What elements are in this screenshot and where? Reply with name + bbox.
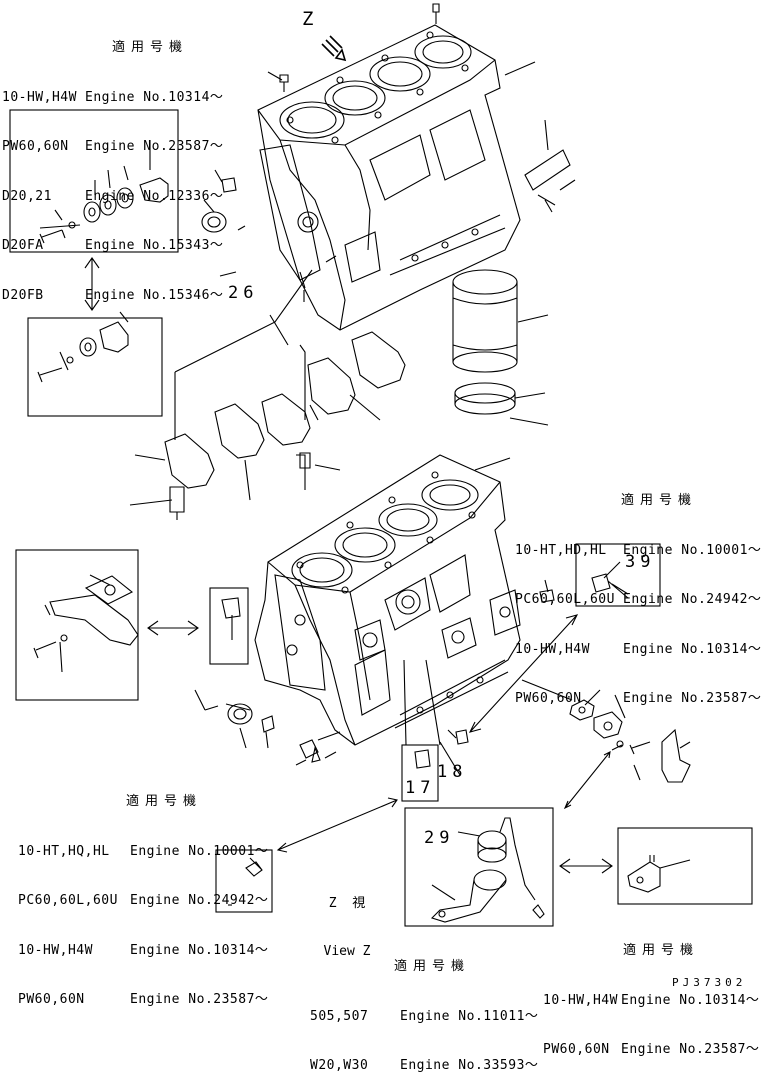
model-name: D20FB bbox=[2, 287, 44, 303]
callout-17: 17 bbox=[405, 778, 436, 798]
table-header: 適用号機 bbox=[621, 493, 698, 508]
view-caption-line2: View Z bbox=[323, 944, 371, 959]
view-caption: Z 視 View Z bbox=[312, 864, 382, 976]
model-name: PW60,60N bbox=[2, 139, 69, 154]
model-name: PW60,60N bbox=[18, 992, 85, 1007]
engine-number: Engine No.23587～ bbox=[130, 992, 269, 1007]
drawing-code: PJ37302 bbox=[672, 976, 747, 989]
engine-number: Engine No.24942～ bbox=[623, 592, 762, 607]
table-header: 適用号機 bbox=[126, 794, 203, 809]
model-name: PW60,60N bbox=[515, 691, 582, 706]
engine-number: Engine No.10001～ bbox=[130, 843, 269, 859]
engine-number: Engine No.10314～ bbox=[621, 992, 760, 1008]
callout-29: 29 bbox=[424, 828, 455, 848]
model-name: 505,507 bbox=[310, 1008, 369, 1024]
model-name: PW60,60N bbox=[543, 1042, 610, 1057]
callout-26: 26 bbox=[228, 283, 259, 303]
applicability-table-3: 適用号機 10-HT,HQ,HL Engine No.10001～ PC60,60… bbox=[18, 761, 268, 1025]
engine-number: Engine No.10314～ bbox=[85, 89, 224, 105]
table-header: 適用号機 bbox=[394, 959, 471, 974]
table-header: 適用号機 bbox=[112, 40, 189, 55]
model-name: 10-HW,H4W bbox=[2, 89, 77, 105]
engine-number: Engine No.23587～ bbox=[621, 1042, 760, 1057]
engine-number: Engine No.15346～ bbox=[85, 287, 224, 303]
engine-number: Engine No.15343～ bbox=[85, 238, 224, 253]
model-name: D20,21 bbox=[2, 188, 52, 204]
view-arrow-label: Z bbox=[302, 8, 314, 30]
engine-number: Engine No.11011～ bbox=[400, 1008, 539, 1024]
engine-number: Engine No.10314～ bbox=[623, 641, 762, 657]
applicability-table-1: 適用号機 10-HW,H4W Engine No.10314～ PW60,60N E… bbox=[2, 7, 223, 321]
engine-number: Engine No.10001～ bbox=[623, 542, 762, 558]
model-name: 10-HT,HQ,HL bbox=[18, 843, 110, 859]
model-name: D20FA bbox=[2, 238, 44, 253]
callout-39: 39 bbox=[625, 552, 656, 572]
model-name: PC60,60L,60U bbox=[515, 592, 615, 607]
model-name: W20,W30 bbox=[310, 1058, 369, 1073]
upper-cylinder-block bbox=[257, 24, 521, 331]
engine-number: Engine No.23587～ bbox=[85, 139, 224, 154]
engine-number: Engine No.23587～ bbox=[623, 691, 762, 706]
engine-number: Engine No.10314～ bbox=[130, 942, 269, 958]
model-name: PC60,60L,60U bbox=[18, 893, 118, 908]
table-header: 適用号機 bbox=[623, 943, 700, 958]
view-caption-line1: Z 視 bbox=[328, 896, 366, 911]
model-name: 10-HT,HD,HL bbox=[515, 542, 607, 558]
callout-18: 18 bbox=[437, 762, 468, 782]
engine-number: Engine No.33593～ bbox=[400, 1058, 539, 1073]
engine-number: Engine No.12336～ bbox=[85, 188, 224, 204]
model-name: 10-HW,H4W bbox=[18, 942, 93, 958]
engine-number: Engine No.24942～ bbox=[130, 893, 269, 908]
parts-diagram bbox=[9, 3, 753, 927]
model-name: 10-HW,H4W bbox=[515, 641, 590, 657]
model-name: 10-HW,H4W bbox=[543, 992, 618, 1008]
applicability-table-2: 適用号機 10-HT,HD,HL Engine No.10001～ PC60,60… bbox=[515, 460, 761, 724]
